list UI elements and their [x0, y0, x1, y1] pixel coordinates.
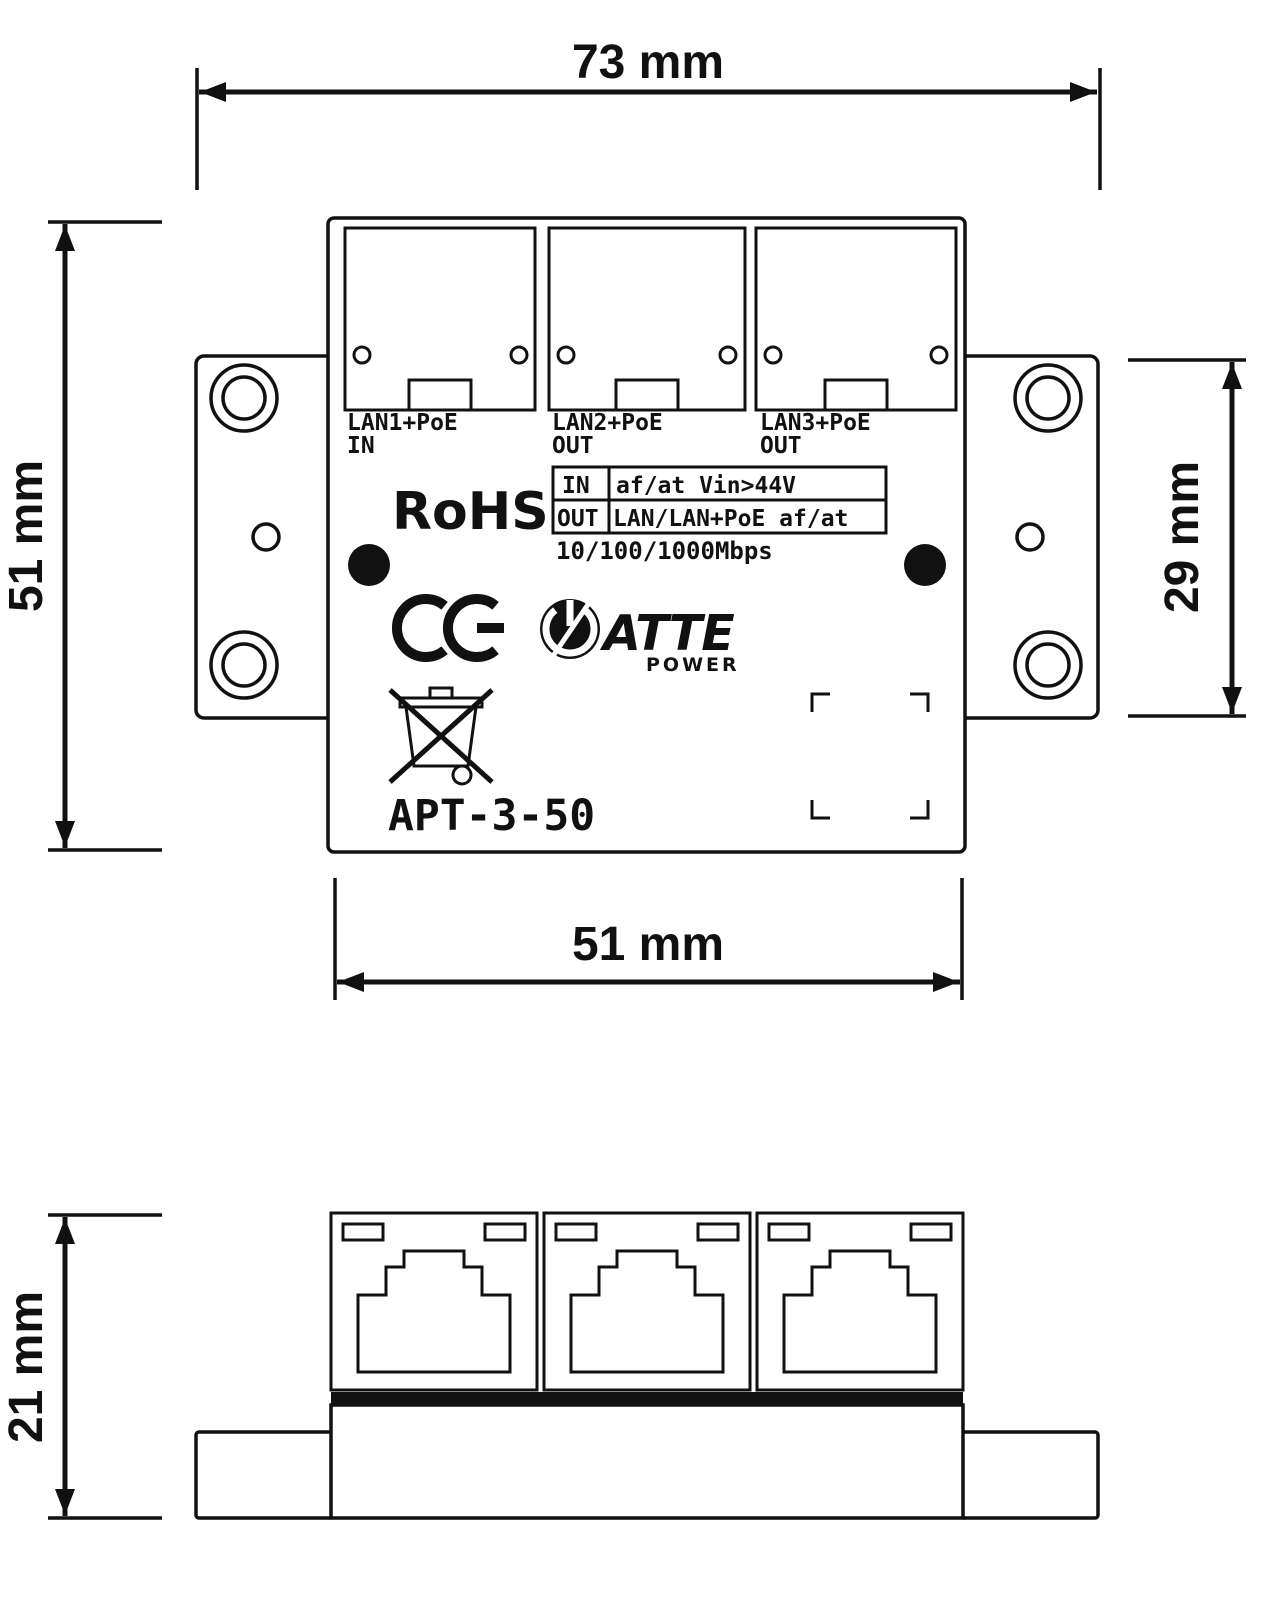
- screw-hole-outer: [1013, 630, 1083, 700]
- port-latch: [407, 378, 473, 412]
- port-direction: IN: [347, 433, 375, 459]
- mount-dot-left: [348, 544, 390, 586]
- power-slash: [548, 601, 592, 661]
- dimension-body-width: 51 mm: [333, 878, 964, 1000]
- front-view: [194, 1211, 1100, 1520]
- rj45-jack-front-3: [755, 1211, 965, 1392]
- arrowhead-top: [1222, 363, 1242, 389]
- port-latch: [614, 378, 680, 412]
- corner-marks: [810, 692, 930, 820]
- jack-tab: [483, 1222, 527, 1242]
- screw-hole-inner: [1025, 642, 1071, 688]
- rj45-port-1: LAN1+PoE IN: [343, 226, 537, 459]
- arrowhead-right: [1070, 82, 1096, 102]
- bin-body: [404, 705, 478, 768]
- spec-table: IN af/at Vin>44V OUT LAN/LAN+PoE af/at: [551, 465, 888, 535]
- table-cell: IN: [562, 473, 590, 499]
- corner-mark: [910, 800, 930, 820]
- rj45-port-3: LAN3+PoE OUT: [754, 226, 958, 459]
- arrowhead-bottom: [55, 821, 75, 847]
- table-cell: OUT: [557, 506, 599, 532]
- dimension-label: 29 mm: [1156, 461, 1209, 613]
- power-arc: [542, 607, 598, 657]
- jack-tab: [767, 1222, 811, 1242]
- small-hole: [251, 522, 281, 552]
- rj45-port-2: LAN2+PoE OUT: [547, 226, 747, 459]
- screw-hole-inner: [221, 642, 267, 688]
- port-pin-hole: [763, 345, 783, 365]
- port-direction: OUT: [552, 433, 594, 459]
- table-cell: af/at Vin>44V: [616, 473, 796, 499]
- arrowhead-right: [933, 972, 959, 992]
- corner-mark: [910, 692, 930, 712]
- screw-hole-outer: [209, 630, 279, 700]
- screw-hole-inner: [1025, 375, 1071, 421]
- ce-mark-icon: [391, 594, 504, 662]
- jack-tab: [341, 1222, 385, 1242]
- housing-front: [329, 1403, 965, 1520]
- corner-mark: [810, 800, 830, 820]
- arrowhead-bottom: [1222, 687, 1242, 713]
- arrowhead-left: [200, 82, 226, 102]
- table-cell: LAN/LAN+PoE af/at: [613, 506, 848, 532]
- dimension-label: 51 mm: [572, 918, 724, 971]
- port-label: LAN1+PoE: [347, 410, 458, 436]
- jack-opening: [782, 1249, 938, 1374]
- dimension-top-width: 73 mm: [195, 36, 1102, 190]
- jack-tab: [554, 1222, 598, 1242]
- jack-opening: [569, 1249, 725, 1374]
- arrowhead-bottom: [55, 1489, 75, 1515]
- model-label: APT-3-50: [388, 791, 595, 841]
- weee-crossed-bin-icon: [388, 686, 494, 786]
- speed-label: 10/100/1000Mbps: [556, 537, 773, 565]
- brand-name: ATTE: [599, 605, 734, 662]
- ce-letter-c: [391, 594, 448, 662]
- port-direction: OUT: [760, 433, 802, 459]
- brand-sub: POWER: [646, 654, 740, 676]
- port-pin-hole: [509, 345, 529, 365]
- ce-letter-e: [442, 594, 499, 662]
- rohs-label: RoHS: [392, 482, 549, 542]
- jack-opening: [356, 1249, 512, 1374]
- port-label: LAN2+PoE: [552, 410, 663, 436]
- cross-line: [388, 688, 494, 784]
- dimension-left-height: 51 mm: [0, 220, 162, 852]
- port-pin-hole: [556, 345, 576, 365]
- port-pin-hole: [929, 345, 949, 365]
- arrowhead-top: [55, 225, 75, 251]
- left-mounting-flange-front: [194, 1430, 335, 1520]
- jack-tab: [909, 1222, 953, 1242]
- dimension-label: 51 mm: [0, 460, 53, 612]
- port-label: LAN3+PoE: [760, 410, 871, 436]
- dimension-label: 21 mm: [0, 1291, 53, 1443]
- screw-hole-inner: [221, 375, 267, 421]
- port-pin-hole: [718, 345, 738, 365]
- screw-hole-outer: [209, 363, 279, 433]
- bin-wheel: [451, 764, 473, 786]
- port-pin-hole: [352, 345, 372, 365]
- small-hole: [1015, 522, 1045, 552]
- dimension-front-height: 21 mm: [0, 1213, 162, 1520]
- arrowhead-left: [338, 972, 364, 992]
- arrowhead-top: [55, 1218, 75, 1244]
- housing-top-band: [331, 1392, 963, 1405]
- corner-mark: [810, 692, 830, 712]
- jack-tab: [696, 1222, 740, 1242]
- port-latch: [823, 378, 889, 412]
- dimension-right-flange-height: 29 mm: [1128, 358, 1246, 718]
- screw-hole-outer: [1013, 363, 1083, 433]
- dimension-label: 73 mm: [572, 36, 724, 89]
- rj45-jack-front-2: [542, 1211, 752, 1392]
- right-mounting-flange-front: [959, 1430, 1100, 1520]
- rj45-jack-front-1: [329, 1211, 539, 1392]
- atte-power-logo: ATTE POWER: [540, 599, 740, 676]
- mount-dot-right: [904, 544, 946, 586]
- top-view: LAN1+PoE IN LAN2+PoE OUT LAN3+PoE OUT I: [194, 216, 1100, 854]
